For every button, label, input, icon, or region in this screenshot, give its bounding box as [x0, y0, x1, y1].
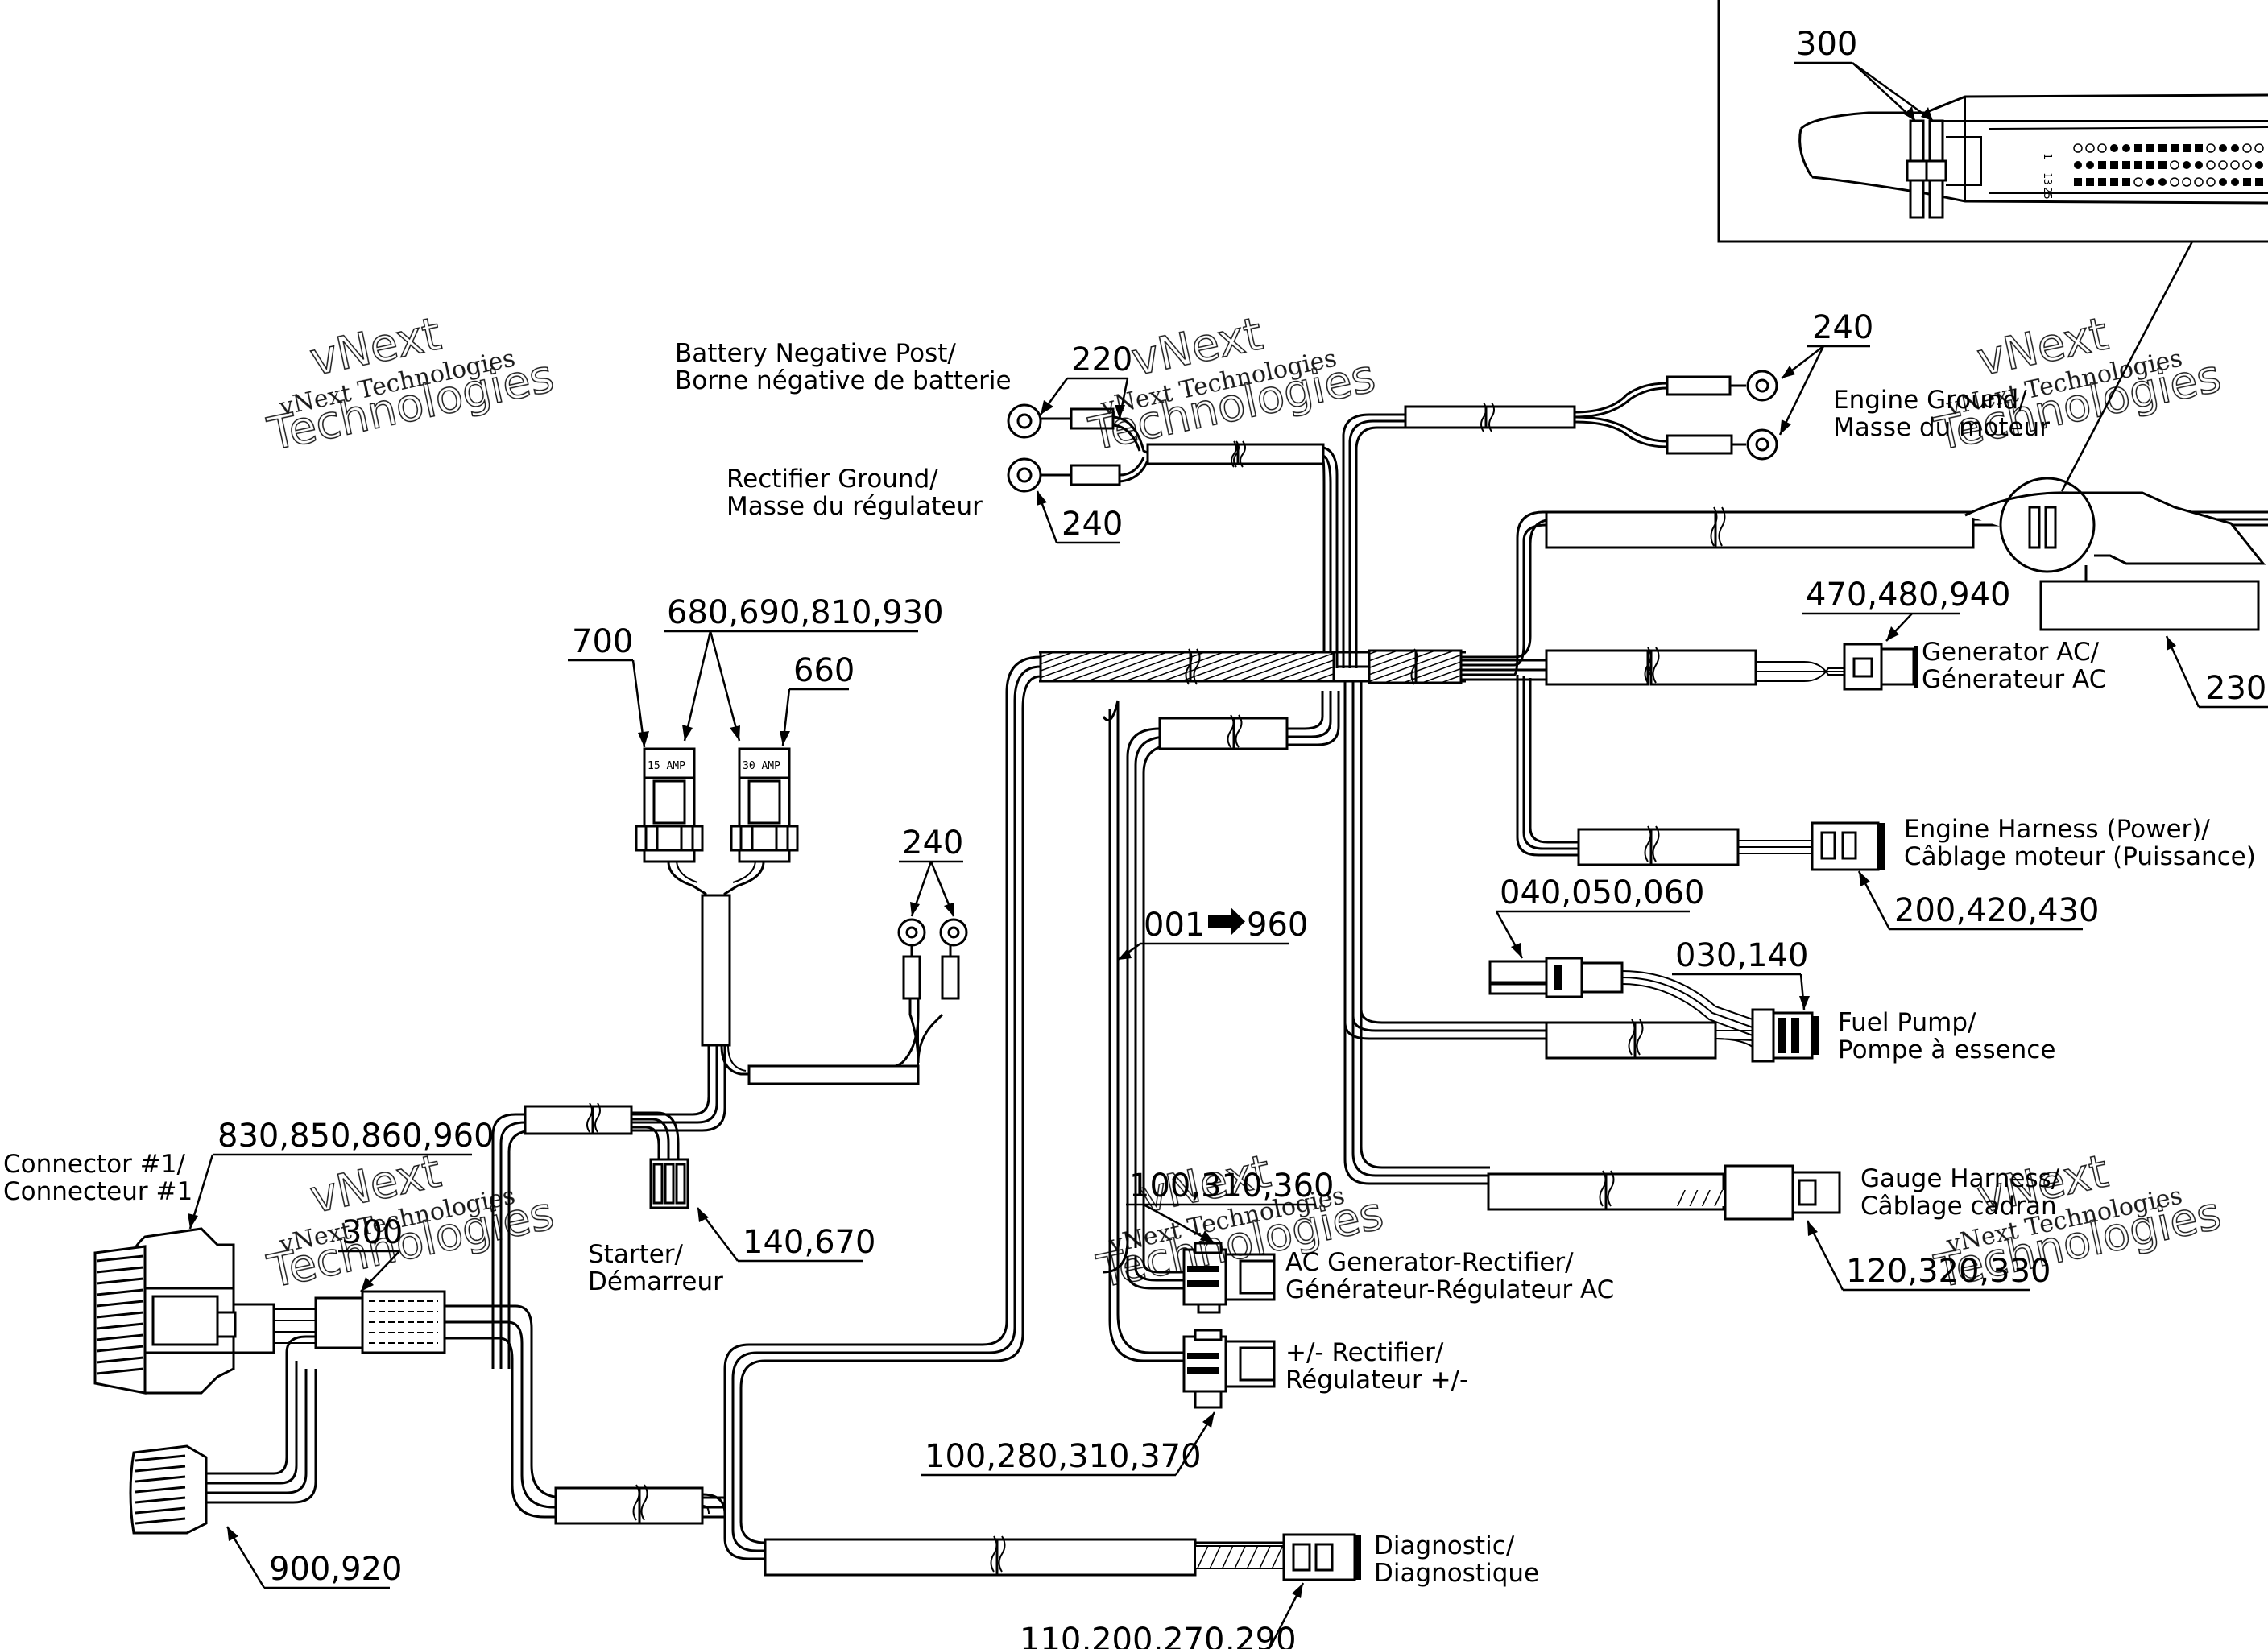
label-rectifier-pm-fr: Régulateur +/- [1285, 1366, 1468, 1395]
fuse-icon [738, 747, 791, 779]
label-connector-1: Connector #1/ [3, 1150, 185, 1179]
right-arrow-icon [1208, 907, 1245, 936]
callout-240-rectifier: 240 [1062, 506, 1123, 543]
fuse-block: 15 AMP 30 AMP [491, 594, 968, 1369]
label-battery-negative: Battery Negative Post/ [675, 339, 956, 368]
callout-220: 220 [1071, 341, 1132, 378]
callout-660: 660 [793, 652, 855, 689]
fuse-30-amp: 30 AMP [743, 760, 780, 772]
callout-140-670: 140,670 [743, 1224, 875, 1261]
callout-300-inset: 300 [1796, 26, 1857, 63]
label-gauge-harness: Gauge Harness/ [1860, 1164, 2060, 1193]
label-generator-ac: Generator AC/ [1922, 638, 2100, 667]
label-rectifier-ground: Rectifier Ground/ [726, 465, 938, 494]
label-gauge-harness-fr: Câblage cadran [1860, 1192, 2057, 1221]
label-generator-ac-fr: Génerateur AC [1922, 665, 2106, 694]
label-fuel-pump-fr: Pompe à essence [1838, 1035, 2055, 1064]
label-ac-generator-rectifier: AC Generator-Rectifier/ [1285, 1248, 1574, 1277]
callout-900-920: 900,920 [269, 1551, 402, 1588]
label-battery-negative-fr: Borne négative de batterie [675, 366, 1012, 395]
callout-680-690-810-930: 680,690,810,930 [667, 594, 944, 631]
ground-cables: 220 240 240 Battery Negative Post/ Borne… [675, 309, 2050, 668]
starter-connector: 140,670 Starter/ Démarreur [524, 1102, 875, 1296]
callout-120-320-330: 120,320,330 [1846, 1253, 2051, 1290]
callout-030-140: 030,140 [1675, 937, 1808, 974]
label-diagnostic: Diagnostic/ [1374, 1531, 1515, 1560]
left-connectors: 830,850,860,960 300 900,920 Connector #1… [3, 1118, 1361, 1589]
svg-text:25: 25 [2041, 187, 2053, 200]
main-trunk [723, 506, 2268, 1506]
label-engine-harness: Engine Harness (Power)/ [1904, 815, 2210, 844]
wire-range-callout: 001 960 [1117, 907, 1308, 961]
callout-110-200-270-290: 110,200,270,290 [1020, 1622, 1297, 1649]
callout-700: 700 [572, 623, 633, 660]
label-fuel-pump: Fuel Pump/ [1838, 1008, 1976, 1037]
svg-text:1: 1 [2041, 153, 2053, 159]
callout-001: 001 [1144, 907, 1205, 944]
label-diagnostic-fr: Diagnostique [1374, 1559, 1539, 1588]
callout-100-310-360: 100,310,360 [1129, 1168, 1334, 1205]
label-engine-ground-fr: Masse du moteur [1833, 413, 2050, 442]
callout-240-engine-ground: 240 [1812, 309, 1873, 346]
right-connectors: 470,480,940 200,420,430 040,050,060 030,… [1488, 577, 2256, 1292]
fuse-15-amp: 15 AMP [648, 760, 685, 772]
callout-830-850-860-960: 830,850,860,960 [217, 1118, 495, 1155]
callout-040-050-060: 040,050,060 [1500, 874, 1704, 911]
rectifier-connectors: 100,310,360 100,280,310,370 AC Generator… [921, 1168, 1614, 1477]
callout-100-280-310-370: 100,280,310,370 [925, 1438, 1202, 1475]
callout-230: 230, [2205, 670, 2268, 707]
ecm-block: 230, [1964, 477, 2268, 709]
label-rectifier-ground-fr: Masse du régulateur [726, 492, 983, 521]
label-starter: Starter/ [588, 1240, 684, 1269]
label-connector-1-fr: Connecteur #1 [3, 1177, 192, 1206]
label-rectifier-pm: +/- Rectifier/ [1285, 1338, 1444, 1367]
inset-detail: 1 13 25 300 [1717, 0, 2268, 492]
label-ac-generator-rectifier-fr: Générateur-Régulateur AC [1285, 1275, 1614, 1304]
fuse-icon [643, 747, 696, 779]
label-engine-harness-fr: Câblage moteur (Puissance) [1904, 842, 2256, 871]
callout-470-480-940: 470,480,940 [1806, 577, 2010, 614]
callout-240-ring-pair: 240 [902, 824, 963, 862]
label-starter-fr: Démarreur [588, 1267, 723, 1296]
svg-text:13: 13 [2041, 172, 2053, 185]
label-engine-ground: Engine Ground/ [1833, 386, 2027, 415]
callout-200-420-430: 200,420,430 [1894, 892, 2099, 929]
callout-960: 960 [1247, 907, 1308, 944]
diagnostic-connector: 110,200,270,290 Diagnostic/ Diagnostique [1020, 1531, 1539, 1649]
callout-300-connector: 300 [341, 1214, 403, 1251]
